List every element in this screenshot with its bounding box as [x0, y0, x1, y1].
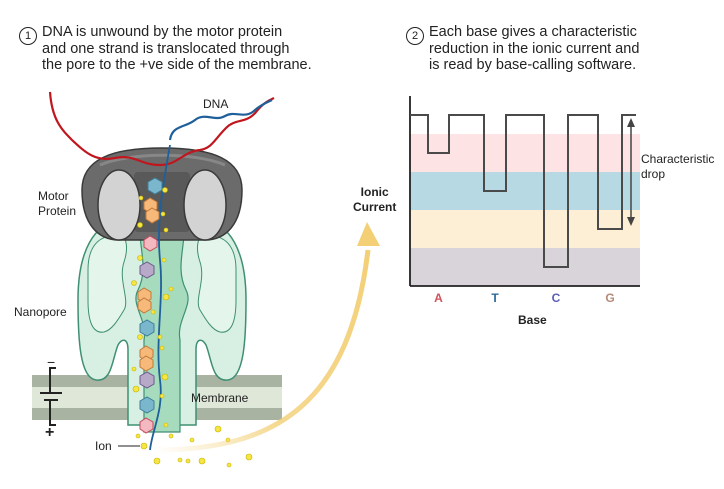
characteristic-drop-annotation: Characteristic drop: [641, 152, 714, 182]
step-2-number: 2: [406, 27, 424, 45]
base-purple: [139, 371, 155, 389]
base-blue: [139, 319, 155, 337]
band-purple: [410, 248, 640, 286]
x-tick-G: G: [605, 291, 615, 305]
plus-sign: +: [45, 424, 55, 441]
motor-protein-label-line: Motor: [38, 189, 69, 203]
x-axis-label: Base: [518, 313, 547, 327]
step-1-number: 1: [19, 27, 37, 45]
drop-arrow-down-icon: [627, 217, 635, 226]
base-blue: [147, 177, 163, 195]
base-pink: [143, 235, 158, 252]
motor-protein-icon: [81, 147, 243, 241]
base-orange: [145, 207, 160, 224]
ionic-current-chart: [409, 96, 640, 287]
step-2-line: reduction in the ionic current and: [429, 40, 640, 57]
membrane-label: Membrane: [191, 391, 249, 405]
arrow-head-icon: [357, 222, 380, 246]
annotation-line: Characteristic: [641, 152, 715, 166]
transition-arrow: [154, 249, 371, 453]
drop-arrow-up-icon: [627, 118, 635, 127]
step-2-caption: 2 Each base gives a characteristic reduc…: [406, 24, 639, 74]
base-pink: [139, 417, 154, 434]
nucleotide-bases: [137, 177, 163, 434]
base-purple: [139, 261, 155, 279]
base-orange: [139, 355, 154, 372]
y-axis-label-word: Ionic: [360, 185, 389, 199]
ion-particles: [131, 187, 253, 468]
step-2-line: is read by base-calling software.: [429, 57, 637, 73]
y-axis-label-word: Current: [353, 200, 397, 214]
x-tick-T: T: [491, 291, 499, 305]
motor-protein-label: Motor Protein: [38, 189, 76, 219]
voltage-source-icon: [40, 367, 62, 426]
ion-label: Ion: [95, 439, 112, 453]
minus-sign: −: [47, 354, 56, 370]
step-1-line: the pore to the +ve side of the membrane…: [42, 57, 312, 73]
nanopore-label: Nanopore: [14, 305, 67, 319]
nanopore-icon: [77, 221, 247, 433]
dna-label: DNA: [203, 97, 229, 111]
base-blue: [139, 396, 155, 414]
current-trace: [410, 114, 636, 268]
ion-example: [140, 442, 148, 450]
band-blue: [410, 172, 640, 210]
step-1-line: DNA is unwound by the motor protein: [42, 24, 283, 40]
step-1-line: and one strand is translocated through: [42, 40, 290, 57]
step-2-line: Each base gives a characteristic: [429, 24, 637, 40]
dna-strand-icon: [48, 91, 275, 451]
annotation-line: drop: [641, 167, 666, 181]
base-orange: [137, 297, 152, 314]
step-1-caption: 1 DNA is unwound by the motor protein an…: [19, 24, 312, 74]
x-tick-A: A: [434, 291, 443, 305]
x-tick-C: C: [551, 291, 561, 305]
motor-protein-label-line: Protein: [38, 204, 77, 218]
